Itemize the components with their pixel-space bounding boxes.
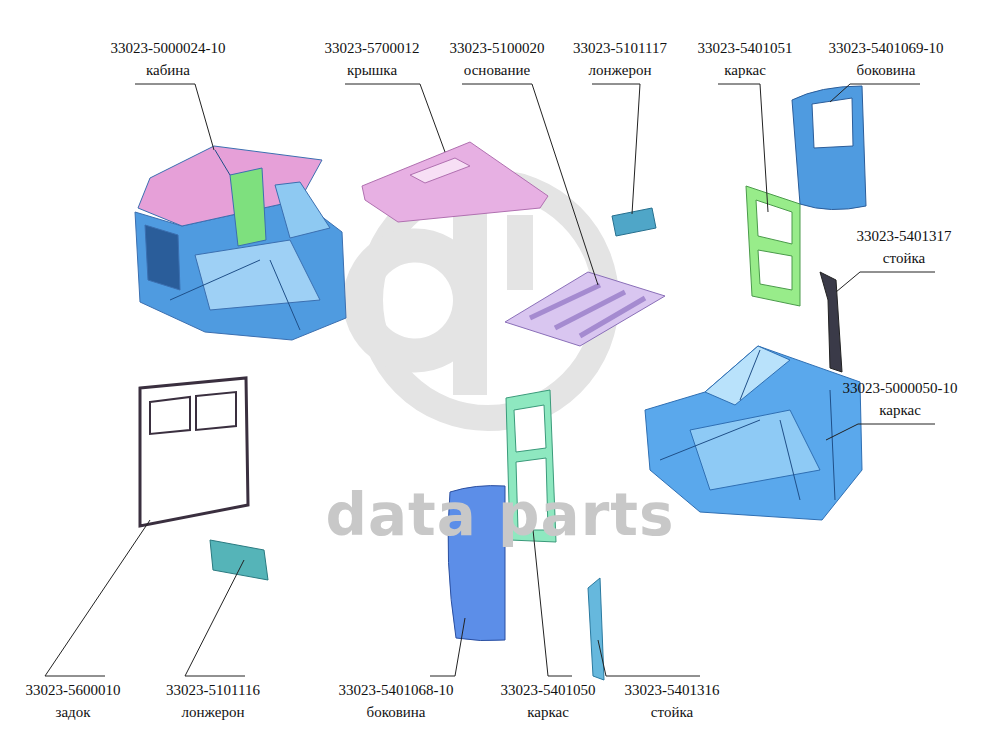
part-name: лонжерон bbox=[182, 704, 245, 721]
part-number: 33023-5600010 bbox=[26, 682, 121, 699]
part-number: 33023-5700012 bbox=[325, 40, 420, 57]
part-number: 33023-5000050-10 bbox=[843, 380, 958, 397]
part-number: 33023-5401316 bbox=[625, 682, 720, 699]
part-name: задок bbox=[55, 704, 90, 721]
part-name: каркас bbox=[724, 62, 766, 79]
frame-window bbox=[758, 250, 792, 290]
frame-window bbox=[514, 405, 546, 452]
longeron-drawing bbox=[612, 208, 656, 236]
leader-lines bbox=[45, 84, 935, 676]
part-name: стойка bbox=[651, 704, 693, 721]
rear-window bbox=[196, 392, 236, 430]
pillar-drawing bbox=[820, 272, 842, 372]
rear-wall-drawing bbox=[140, 378, 248, 526]
part-name: крышка bbox=[347, 62, 397, 79]
part-number: 33023-5000024-10 bbox=[111, 40, 226, 57]
part-name: стойка bbox=[883, 250, 925, 267]
part-number: 33023-5401068-10 bbox=[339, 682, 454, 699]
base-ribs bbox=[530, 285, 645, 336]
part-number: 33023-5101117 bbox=[573, 40, 667, 57]
rear-window bbox=[150, 397, 190, 434]
longeron-drawing bbox=[210, 540, 268, 580]
panel-window bbox=[812, 98, 853, 148]
cab-drawing bbox=[135, 146, 346, 340]
watermark: data parts bbox=[325, 483, 674, 547]
roof-drawing bbox=[362, 142, 548, 222]
part-name: лонжерон bbox=[589, 62, 652, 79]
part-name: основание bbox=[464, 62, 530, 79]
side-panel-drawing bbox=[792, 86, 866, 210]
part-name: каркас bbox=[527, 704, 569, 721]
roof-hatch bbox=[410, 158, 470, 183]
part-number: 33023-5101116 bbox=[166, 682, 260, 699]
part-number: 33023-5401050 bbox=[501, 682, 596, 699]
frame-cab-drawing bbox=[645, 346, 862, 520]
pillar-drawing bbox=[588, 578, 604, 680]
part-name: каркас bbox=[879, 402, 921, 419]
part-name: боковина bbox=[367, 704, 426, 721]
part-name: кабина bbox=[146, 62, 190, 79]
door-frame-drawing bbox=[746, 186, 800, 306]
frame-window bbox=[756, 200, 792, 244]
part-name: боковина bbox=[857, 62, 916, 79]
part-number: 33023-5100020 bbox=[450, 40, 545, 57]
part-number: 33023-5401051 bbox=[698, 40, 793, 57]
part-number: 33023-5401317 bbox=[857, 228, 952, 245]
part-number: 33023-5401069-10 bbox=[829, 40, 944, 57]
base-drawing bbox=[505, 272, 665, 346]
